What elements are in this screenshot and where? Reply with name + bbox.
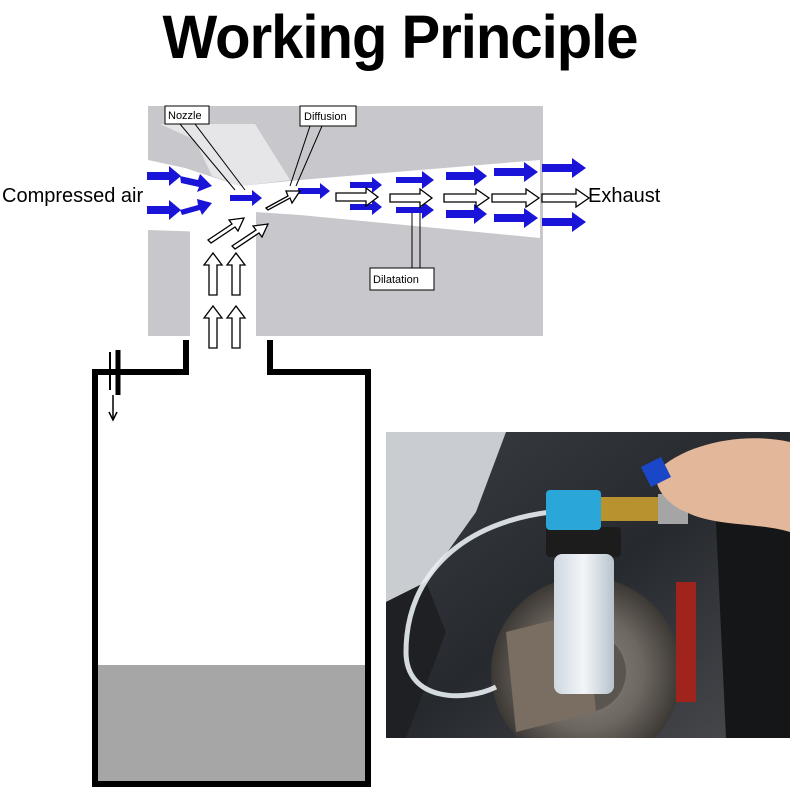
- blue-arrow: [396, 171, 434, 189]
- page-title: Working Principle: [162, 3, 638, 72]
- blue-arrow: [494, 208, 538, 228]
- suction-arrows: [202, 186, 591, 349]
- air-vent-symbol: [108, 350, 121, 422]
- hollow-arrow: [389, 187, 434, 209]
- hollow-arrow: [264, 190, 302, 211]
- nozzle-label: Nozzle: [168, 110, 202, 122]
- hollow-arrow: [443, 187, 491, 209]
- hollow-arrow: [202, 304, 224, 349]
- blue-arrow: [147, 166, 181, 186]
- hollow-arrow: [202, 251, 224, 296]
- brake-bleeder-photo: [386, 432, 790, 738]
- photo-brake-bleeder-icon: [386, 432, 790, 738]
- exhaust-label: Exhaust: [588, 185, 661, 207]
- hollow-arrow: [225, 304, 247, 349]
- blue-arrow: [446, 166, 487, 186]
- dilatation-label: Dilatation: [373, 274, 419, 286]
- blue-arrow: [446, 204, 487, 224]
- compressed-air-label: Compressed air: [2, 185, 144, 207]
- nozzle-callout: Nozzle: [164, 105, 246, 191]
- hollow-arrow: [230, 223, 270, 250]
- blue-arrow: [298, 183, 330, 199]
- diffusion-label: Diffusion: [304, 111, 347, 123]
- blue-arrow: [350, 177, 382, 193]
- blue-arrow: [230, 190, 262, 206]
- hollow-arrow: [491, 187, 541, 209]
- compressed-air-arrows: [147, 158, 586, 232]
- blue-arrow: [180, 199, 212, 215]
- blue-arrow: [542, 158, 586, 178]
- blue-arrow: [494, 162, 538, 182]
- blue-arrow: [350, 199, 382, 215]
- blue-arrow: [542, 212, 586, 232]
- diffusion-callout: Diffusion: [289, 105, 357, 187]
- blue-arrow: [147, 200, 181, 220]
- hollow-arrow: [206, 217, 246, 244]
- blue-arrow: [180, 174, 212, 192]
- blue-arrow: [396, 201, 434, 219]
- hollow-arrow: [225, 251, 247, 296]
- hollow-arrow: [335, 186, 380, 208]
- hollow-arrow: [541, 187, 591, 209]
- reservoir: [92, 340, 371, 787]
- dilatation-callout: Dilatation: [369, 212, 435, 291]
